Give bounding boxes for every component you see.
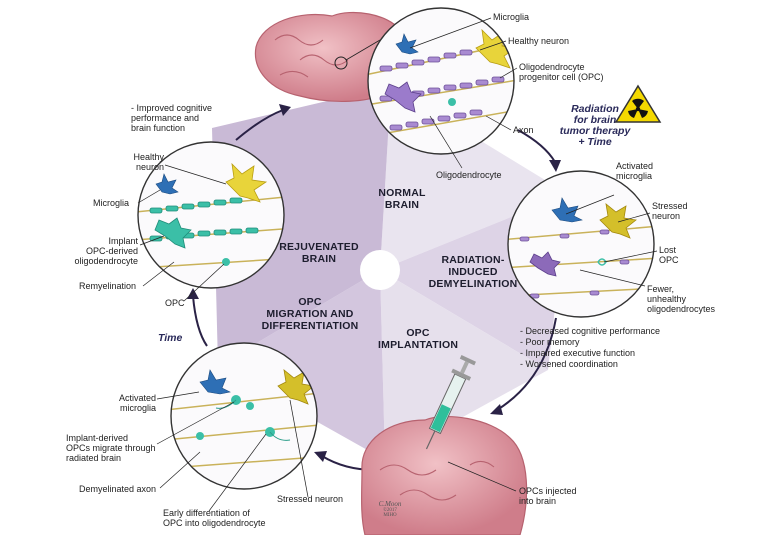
arrow-head-4 [187,288,199,299]
arrow-head-2 [490,404,503,415]
leader-lines [137,17,658,512]
wheel-center-hole [360,250,400,290]
inset-rejuvenated-brain [137,141,285,289]
label-demyelinated-axon: Demyelinated axon [79,484,157,494]
inset-normal-brain [367,7,515,155]
deficit-item: - Worsened coordination [520,359,618,369]
deficit-item: - Poor memory [520,337,580,347]
label-stressed-neuron-migration: Stressed neuron [277,494,344,504]
arrow-head-5 [279,104,291,116]
arrow-head-3 [314,451,327,462]
syringe [425,354,476,450]
deficit-item: - Impaired executive function [520,348,636,358]
label-oligodendrocyte: Oligodendrocyte [436,170,502,180]
arrow-radiation-to-implant [496,317,557,411]
deficit-list: - Decreased cognitive performance - Poor… [520,326,660,370]
label-remyelination: Remyelination [79,281,137,291]
sector-rejuvenated-brain [212,86,391,366]
artist-signature: C.Moon ©2017 MIHO [378,500,402,518]
sector-opc-migration [218,270,385,460]
arrow-rejuvenated-to-normal [235,109,284,141]
brain-bottom [361,415,528,535]
arrow-head-1 [549,160,561,172]
label-microglia-normal: Microglia [493,12,530,22]
label-opc-rejuvenated: OPC [165,298,185,308]
label-healthy-neuron-normal: Healthy neuron [508,36,570,46]
deficit-item: - Decreased cognitive performance [520,326,661,336]
inset-opc-migration [170,342,318,490]
label-axon: Axon [513,125,534,135]
arrow-migration-to-rejuvenated [192,295,208,347]
arrow-normal-to-radiation [517,129,556,163]
time-note: Time [158,332,183,344]
label-microglia-rejuvenated: Microglia [93,198,130,208]
cycle-arrows [187,104,561,471]
zoom-marker [334,56,348,70]
inset-radiation-demyelination [507,170,655,318]
radiation-hazard-icon [614,84,662,123]
